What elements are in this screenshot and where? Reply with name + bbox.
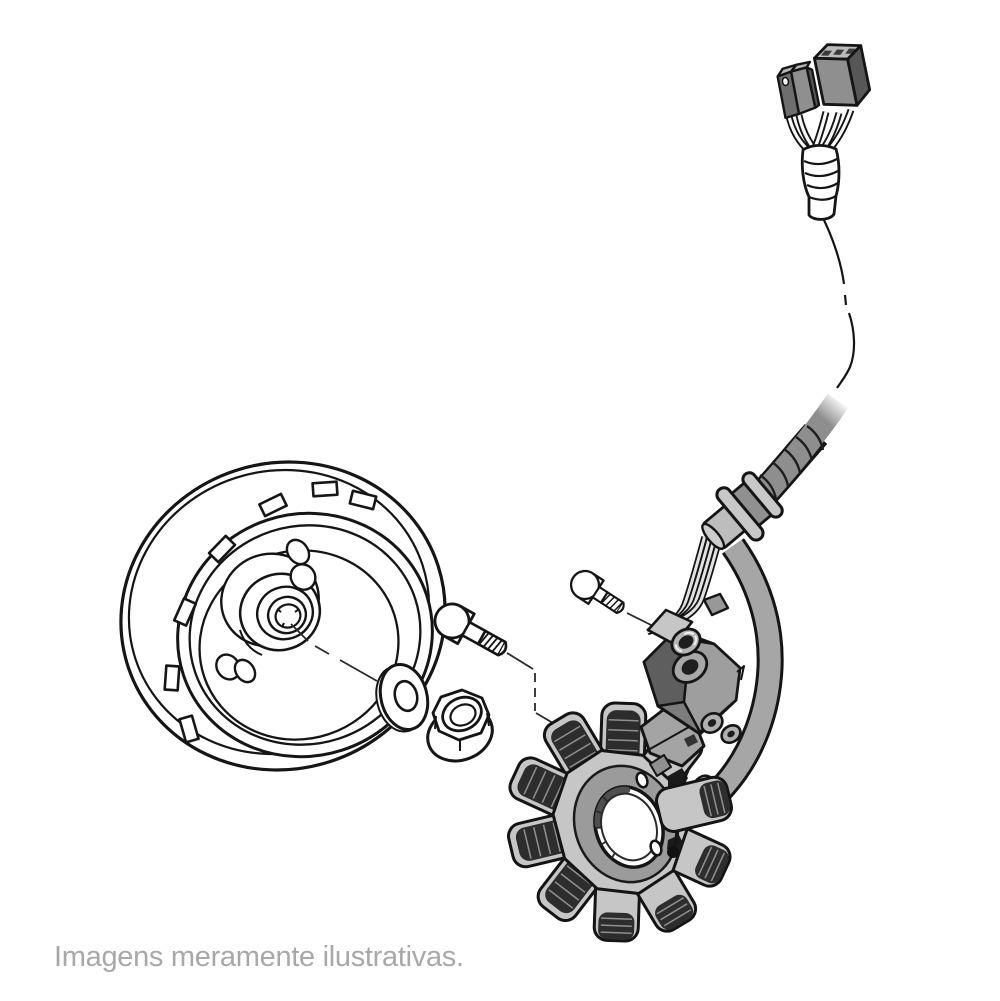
rotor-hole [285, 538, 311, 566]
pickup-mount-hole [707, 719, 717, 727]
nut-facet [434, 715, 437, 730]
hole-wall-inner [600, 792, 658, 862]
thread-line [482, 634, 494, 648]
rotor-hole [233, 658, 257, 684]
thread-line [609, 598, 620, 609]
vent-slot [258, 492, 288, 518]
pickup-mount-hole [727, 730, 735, 738]
vent-slot [207, 534, 237, 564]
vent-slot [348, 489, 378, 511]
spline-tick [276, 608, 282, 613]
thread-line [487, 637, 499, 650]
tape-wrapped-bundle [800, 143, 841, 221]
connector-large-side [846, 44, 872, 107]
pickup-notch [736, 665, 745, 681]
plate-screw-hole [635, 771, 649, 789]
vent-slot [311, 480, 339, 498]
bundle-wrap-lines [803, 158, 839, 201]
thread-line [478, 632, 490, 646]
pickup-bushing-upper-hole [678, 635, 694, 649]
flywheel-rim-inner [188, 524, 422, 746]
rotor-hole [289, 563, 317, 591]
nut-facet [486, 712, 490, 727]
bolt-tip [616, 602, 625, 614]
washer-hole [393, 679, 419, 713]
hole-hatch-lines [595, 796, 616, 859]
connector-slot [820, 50, 833, 56]
taped-cable-section [750, 376, 868, 507]
terminal-tab [649, 754, 672, 777]
pickup-coil [642, 592, 745, 745]
connector-slot [833, 49, 845, 55]
wire-schematic-curve [821, 215, 856, 389]
leader-line-bolt-short [626, 612, 656, 628]
connector-small [776, 60, 821, 120]
flywheel-rotor [119, 460, 447, 772]
harness-top [776, 43, 872, 221]
connector-latch-hole [781, 76, 790, 87]
spline-tick [294, 608, 300, 613]
connector-large [812, 43, 872, 107]
vent-slot [172, 597, 198, 627]
vent-slot [178, 714, 200, 744]
leader-line-flywheel [290, 623, 378, 682]
bushing-highlight [674, 631, 698, 653]
thread-line [491, 639, 503, 653]
pickup-tab [702, 592, 730, 617]
caption: Imagens meramente ilustrativas. [54, 941, 464, 973]
bolt-long [433, 602, 508, 657]
thread-line [605, 596, 616, 607]
washer [375, 663, 430, 733]
plate-screw-hole [649, 839, 663, 857]
bolt-short [569, 569, 625, 615]
cable-grommet [701, 471, 784, 551]
bolt-tip [497, 641, 508, 657]
terminal-cover-edge [649, 726, 690, 750]
pickup-bushing-lower-hole [681, 659, 699, 675]
thread-line [613, 601, 624, 612]
grommet-flange-upper [741, 471, 784, 519]
spline-tick [281, 622, 285, 628]
cable-fade [796, 376, 868, 462]
connector-small-side [805, 66, 821, 109]
vent-slot [163, 664, 181, 692]
flywheel-vent-slots [163, 480, 378, 744]
terminal-slot [684, 734, 698, 747]
hub-side-line [239, 629, 263, 656]
terminal-screw [667, 846, 679, 858]
grommet-flange-lower [715, 486, 765, 542]
hub-bore-splined [274, 603, 302, 629]
flange-nut [426, 688, 494, 763]
pickup-clamp-bracket [646, 608, 694, 646]
stator-coil [655, 775, 733, 833]
connector-slot [845, 48, 857, 54]
grommet-shaft-end [701, 522, 726, 551]
nut-hole-thread [449, 703, 477, 727]
stator-coil-front [655, 775, 733, 833]
thread-line [601, 593, 611, 604]
